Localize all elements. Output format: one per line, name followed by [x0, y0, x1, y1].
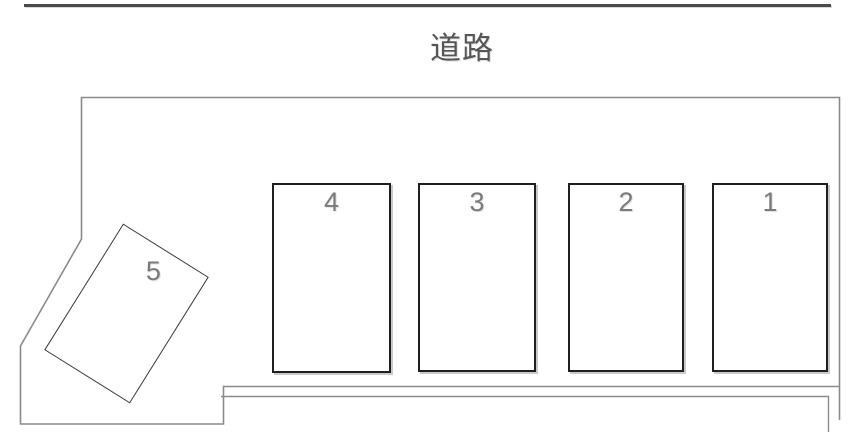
parking-space-label: 5 [145, 255, 161, 286]
parking-space-4: 4 [272, 183, 391, 373]
road-edge-line [24, 4, 831, 7]
road-label: 道路 [430, 31, 494, 66]
parking-space-label: 3 [469, 187, 485, 217]
parking-space-label: 4 [323, 187, 340, 217]
site-boundary-path [19, 96, 841, 425]
parking-space-2: 2 [568, 183, 684, 372]
parking-space-1: 1 [712, 183, 828, 372]
curb-line [221, 395, 830, 432]
parking-space-label: 1 [762, 187, 778, 217]
parking-space-3: 3 [418, 183, 536, 372]
parking-space-label: 2 [618, 187, 634, 217]
